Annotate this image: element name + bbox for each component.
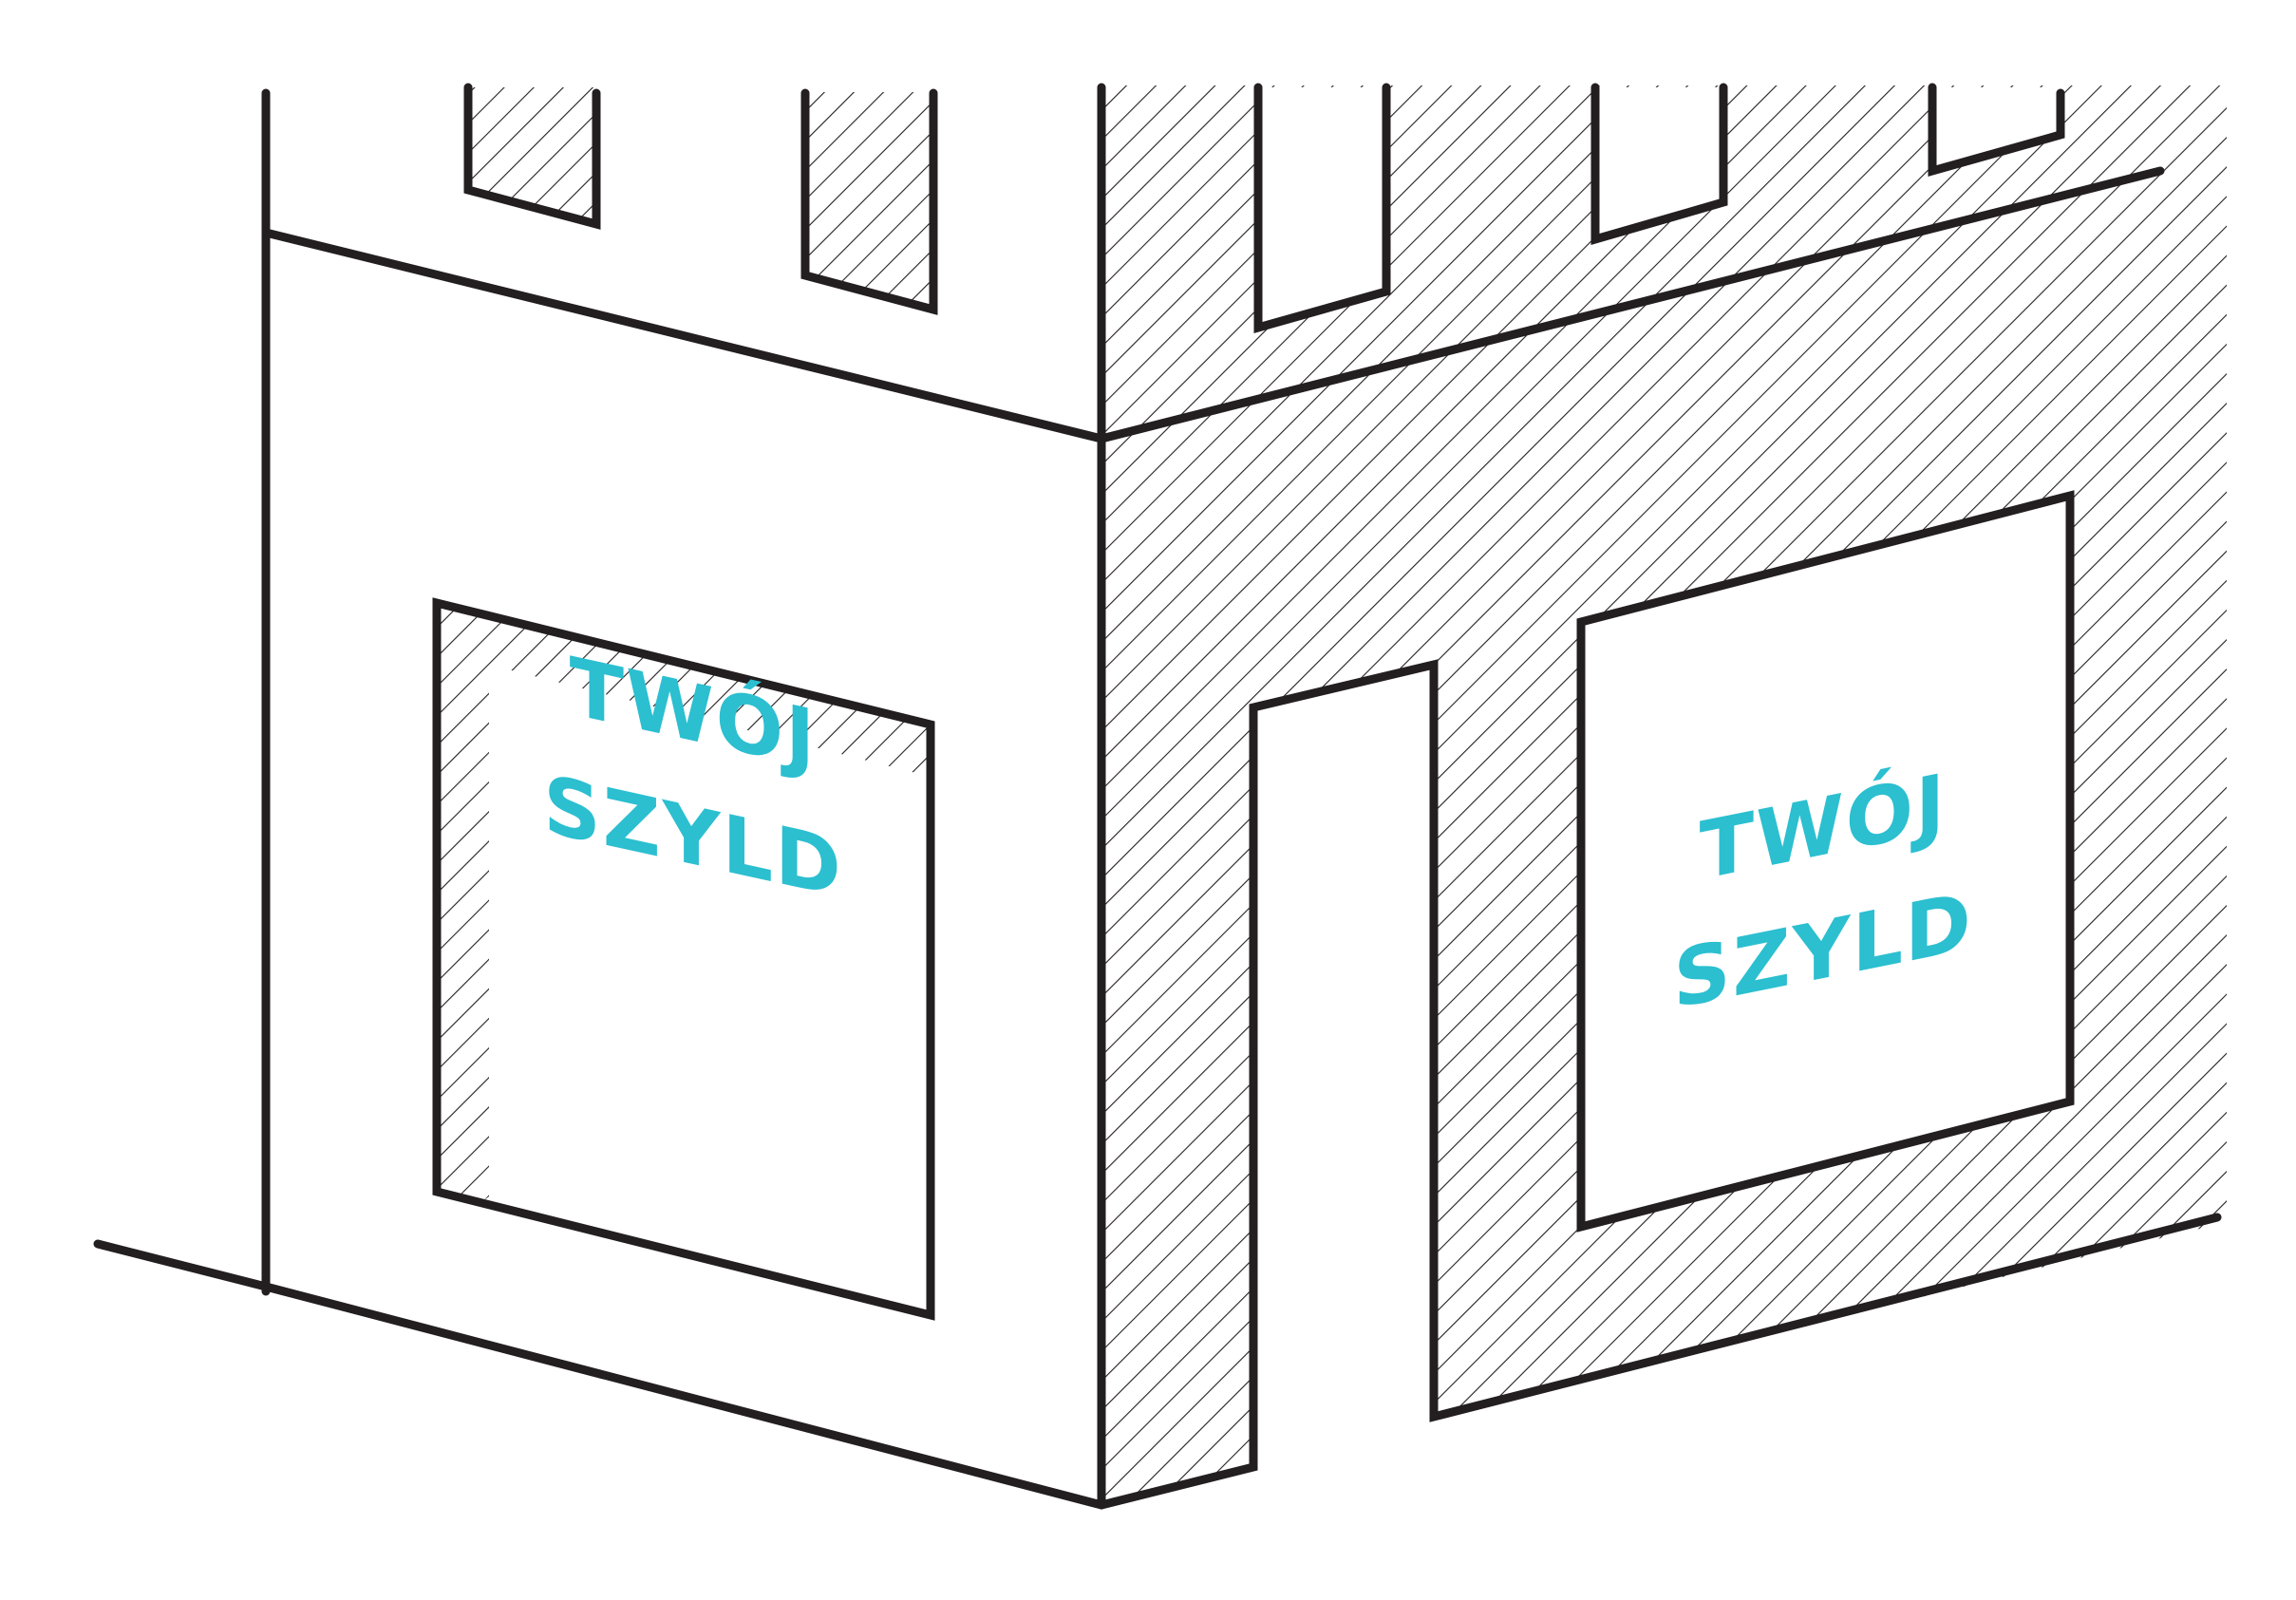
left-crenel-1-recess [468, 87, 596, 226]
left-crenel-2-recess [805, 92, 933, 311]
right-crenel-1-outline [1253, 83, 1391, 333]
right-sign-frame [1576, 490, 2075, 1233]
right-crenel-3-outline [1928, 83, 2065, 177]
left-window-frame [432, 597, 935, 1321]
right-crenel-3 [1932, 87, 2061, 171]
right-cornice-line [1097, 166, 2165, 443]
right-sign-board [1581, 496, 2070, 1227]
left-crenel-2-outline [800, 88, 938, 315]
right-crenel-2 [1595, 87, 1723, 239]
left-cornice-line [261, 228, 1106, 443]
right-crenel-2-outline [1590, 83, 1728, 245]
doorway [1253, 665, 1434, 1467]
ground-line-left [93, 659, 2222, 1510]
right-crenel-1 [1258, 87, 1386, 328]
left-sign-board [437, 665, 931, 1315]
left-crenel-1-outline [463, 83, 601, 230]
